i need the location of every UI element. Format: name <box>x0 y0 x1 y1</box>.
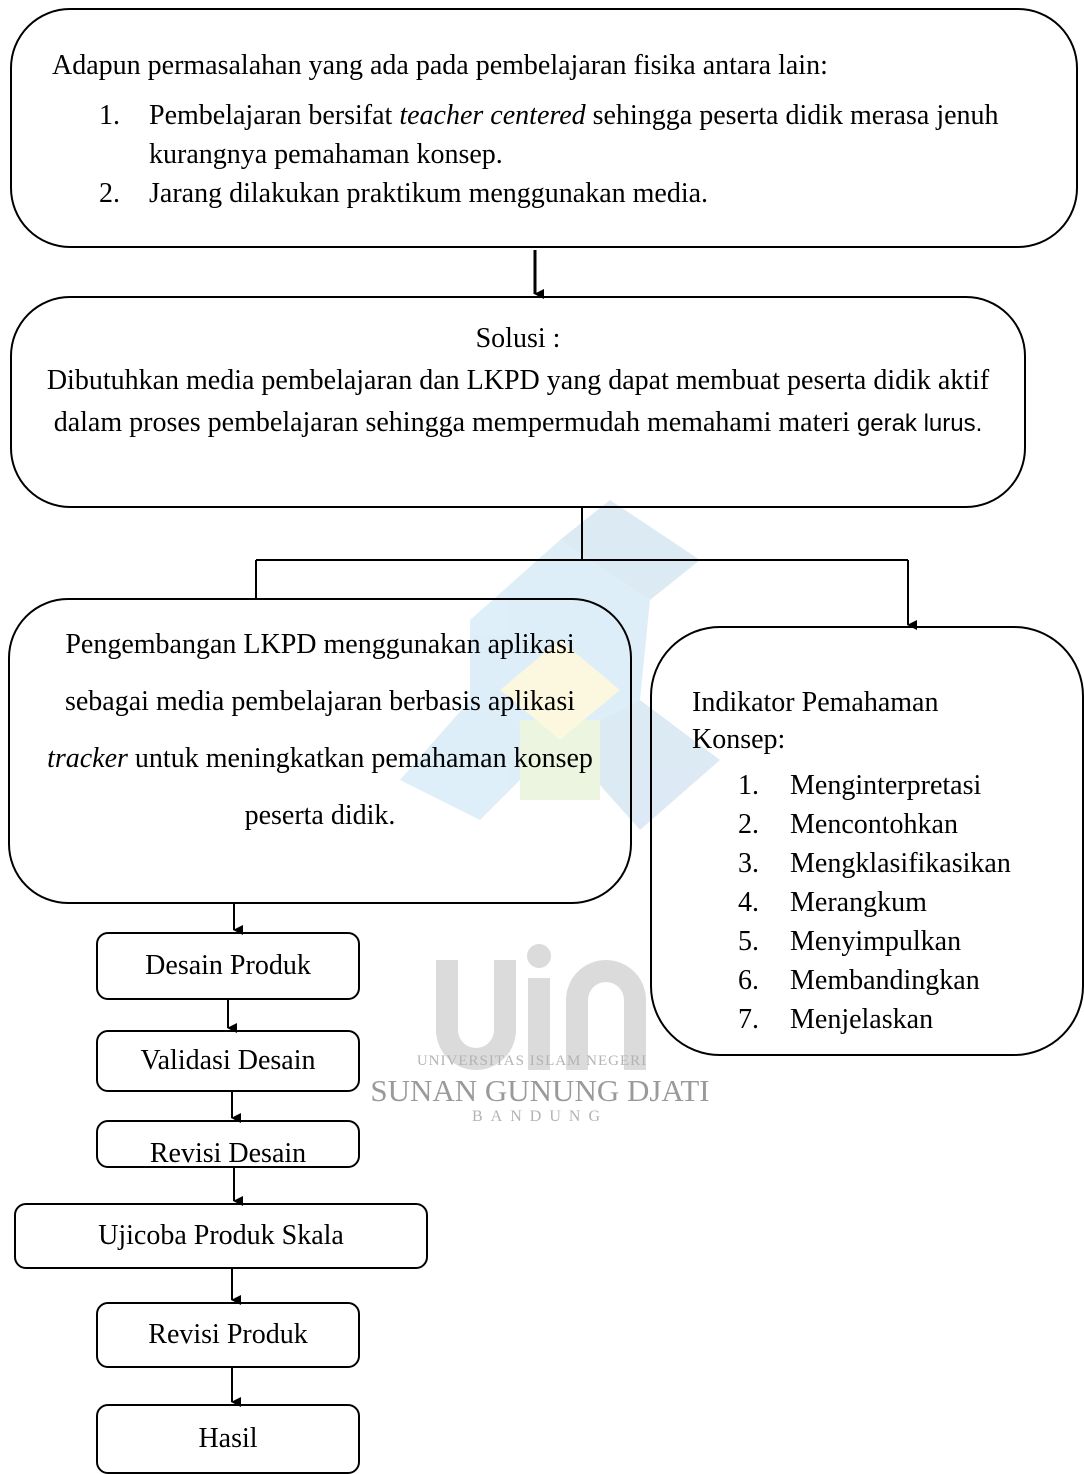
problem-item: 1. Pembelajaran bersifat teacher centere… <box>99 96 1059 174</box>
list-number: 2. <box>738 809 759 840</box>
watermark-name-line: SUNAN GUNUNG DJATI <box>370 1073 710 1108</box>
list-number: 5. <box>738 926 759 957</box>
list-number: 3. <box>738 848 759 879</box>
step-desain-produk: Desain Produk <box>96 932 360 1000</box>
development-text: Pengembangan LKPD menggunakan aplikasi s… <box>10 616 630 844</box>
step-revisi-desain-label: Revisi Desain <box>149 1138 307 1168</box>
development-text-italic: tracker <box>47 743 128 774</box>
problem-item-text-end: sehingga peserta didik merasa jenuh kura… <box>149 100 999 170</box>
indicator-label: Mengklasifikasikan <box>790 848 1011 879</box>
solution-text: Dibutuhkan media pembelajaran dan LKPD y… <box>12 360 1024 445</box>
indicator-box: Indikator Pemahaman Konsep: 1. Menginterp… <box>650 626 1084 1056</box>
step-hasil: Hasil <box>96 1404 360 1474</box>
solution-text-tail: gerak lurus. <box>856 410 983 437</box>
watermark-university-line: UNIVERSITAS ISLAM NEGERI <box>416 1053 648 1069</box>
problem-item-italic: teacher centered <box>399 100 586 131</box>
list-number: 4. <box>738 887 759 918</box>
indicator-label: Membandingkan <box>790 965 980 996</box>
development-text-main: Pengembangan LKPD menggunakan aplikasi s… <box>64 629 575 717</box>
problem-item-text: Jarang dilakukan praktikum menggunakan m… <box>149 178 709 209</box>
problem-item-text: Pembelajaran bersifat <box>149 100 400 131</box>
indicator-item: 7. Menjelaskan <box>738 1000 1011 1039</box>
indicator-item: 6. Membandingkan <box>738 961 1011 1000</box>
step-ujicoba-produk: Ujicoba Produk Skala <box>14 1203 428 1269</box>
development-text-end: untuk meningkatkan pemahaman konsep pese… <box>127 743 593 831</box>
step-revisi-produk: Revisi Produk <box>96 1302 360 1368</box>
indicator-list: 1. Menginterpretasi 2. Mencontohkan 3. Meng… <box>738 766 1011 1039</box>
indicator-item: 4. Merangkum <box>738 883 1011 922</box>
solution-title: Solusi : <box>475 323 561 354</box>
indicator-label: Merangkum <box>790 887 927 918</box>
solution-text-main: Dibutuhkan media pembelajaran dan LKPD y… <box>46 365 990 438</box>
list-number: 7. <box>738 1004 759 1035</box>
step-validasi-desain: Validasi Desain <box>96 1030 360 1092</box>
indicator-title: Indikator Pemahaman Konsep: <box>692 687 939 755</box>
list-number: 1. <box>738 770 759 801</box>
indicator-item: 1. Menginterpretasi <box>738 766 1011 805</box>
indicator-label: Menyimpulkan <box>790 926 962 957</box>
list-number: 1. <box>99 100 120 131</box>
problem-box: Adapun permasalahan yang ada pada pembel… <box>10 8 1078 248</box>
indicator-item: 3. Mengklasifikasikan <box>738 844 1011 883</box>
solution-box: Solusi : Dibutuhkan media pembelajaran d… <box>10 296 1026 508</box>
indicator-label: Menjelaskan <box>790 1004 934 1035</box>
indicator-label: Menginterpretasi <box>790 770 982 801</box>
indicator-label: Mencontohkan <box>790 809 958 840</box>
watermark-city-line: BANDUNG <box>472 1108 608 1125</box>
development-box: Pengembangan LKPD menggunakan aplikasi s… <box>8 598 632 904</box>
list-number: 6. <box>738 965 759 996</box>
problem-list: 1. Pembelajaran bersifat teacher centere… <box>99 96 1059 213</box>
indicator-item: 2. Mencontohkan <box>738 805 1011 844</box>
problem-item: 2. Jarang dilakukan praktikum menggunaka… <box>99 174 1059 213</box>
indicator-item: 5. Menyimpulkan <box>738 922 1011 961</box>
problem-intro: Adapun permasalahan yang ada pada pembel… <box>52 50 828 81</box>
step-revisi-desain: Revisi Desain <box>96 1120 360 1168</box>
list-number: 2. <box>99 178 120 209</box>
